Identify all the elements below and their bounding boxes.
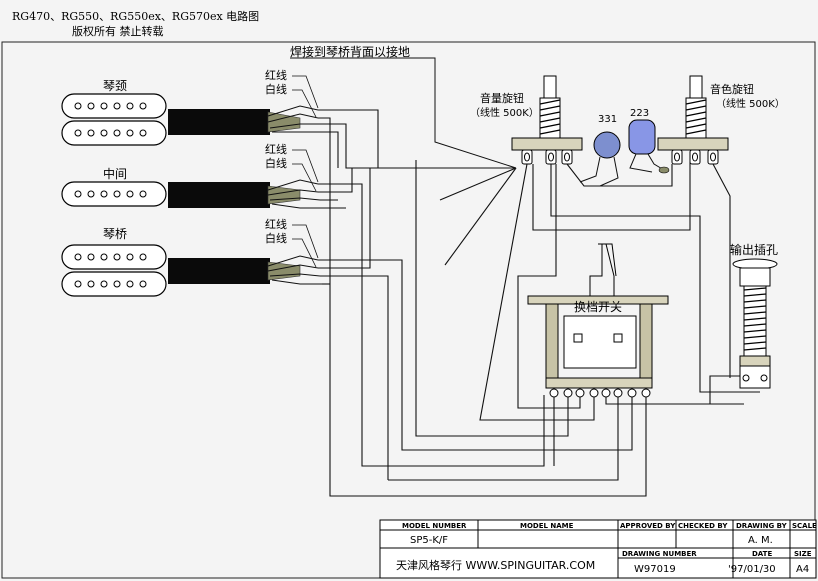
pickup-neck: 琴颈: [61, 79, 167, 146]
pickup-neck-poles: [74, 102, 147, 137]
pickup-bridge: 琴桥: [61, 227, 167, 297]
neck-red-wire-label: 红线: [265, 68, 287, 82]
bridge-white-wire-label: 白线: [265, 231, 287, 245]
neck-white-wire-label: 白线: [265, 82, 287, 96]
tb-model-number-head: MODEL NUMBER: [402, 522, 467, 530]
tb-shop: 天津风格琴行 WWW.SPINGUITAR.COM: [396, 558, 595, 572]
tone-pot-label: 音色旋钮: [710, 82, 754, 96]
pickup-middle: 中间: [61, 166, 167, 207]
tb-date-head: DATE: [752, 550, 772, 558]
pickup-bridge-poles: [74, 253, 147, 288]
middle-red-wire-label: 红线: [265, 142, 287, 156]
tb-drawing-number: W97019: [634, 564, 676, 575]
cable-middle: 红线 白线: [168, 142, 322, 209]
bridge-red-wire-label: 红线: [265, 217, 287, 231]
tone-pot-spec: （线性 500K）: [716, 97, 785, 110]
output-jack: 输出插孔: [730, 242, 778, 389]
pickup-bridge-label: 琴桥: [103, 227, 127, 241]
ground-wire: [290, 57, 517, 169]
output-jack-label: 输出插孔: [730, 242, 778, 257]
pickup-wiring: [318, 109, 633, 497]
tb-model-name-head: MODEL NAME: [520, 522, 574, 530]
volume-pot-spec: （线性 500K）: [470, 106, 539, 119]
ground-note: 焊接到琴桥背面以接地: [290, 44, 410, 59]
diagram-subtitle: 版权所有 禁止转载: [72, 24, 164, 38]
middle-white-wire-label: 白线: [265, 156, 287, 170]
cable-bridge: 红线 白线: [168, 217, 322, 285]
tone-pot: 音色旋钮 （线性 500K）: [657, 75, 785, 165]
pickup-middle-label: 中间: [103, 166, 127, 181]
volume-pot: 音量旋钮 （线性 500K）: [470, 75, 583, 165]
cable-neck: 红线 白线: [168, 68, 322, 135]
capacitor-223: 223: [628, 108, 670, 174]
tb-scale-head: SCALE: [792, 522, 817, 530]
capacitor-331-label: 331: [598, 114, 617, 125]
switch-label: 换档开关: [574, 300, 622, 314]
tb-model-number: SP5-K/F: [410, 535, 448, 546]
pickup-middle-poles: [74, 190, 147, 198]
tb-size-head: SIZE: [794, 550, 812, 558]
title-block: MODEL NUMBER MODEL NAME APPROVED BY CHEC…: [379, 519, 817, 579]
capacitor-223-label: 223: [630, 108, 649, 119]
tb-drawing-by: A. M.: [748, 535, 773, 546]
tb-drawing-by-head: DRAWING BY: [736, 522, 788, 530]
tb-size: A4: [796, 564, 809, 575]
pickup-selector-switch: 换档开关: [527, 243, 669, 398]
volume-pot-label: 音量旋钮: [480, 91, 524, 105]
control-wiring: [378, 160, 760, 497]
capacitor-331: 331: [579, 114, 621, 187]
tb-checked-head: CHECKED BY: [678, 522, 728, 530]
tb-date: '97/01/30: [728, 564, 776, 575]
tb-approved-head: APPROVED BY: [620, 522, 676, 530]
diagram-title: RG470、RG550、RG550ex、RG570ex 电路图: [12, 10, 259, 23]
pickup-neck-label: 琴颈: [103, 79, 127, 93]
tb-drawing-number-head: DRAWING NUMBER: [622, 550, 697, 558]
